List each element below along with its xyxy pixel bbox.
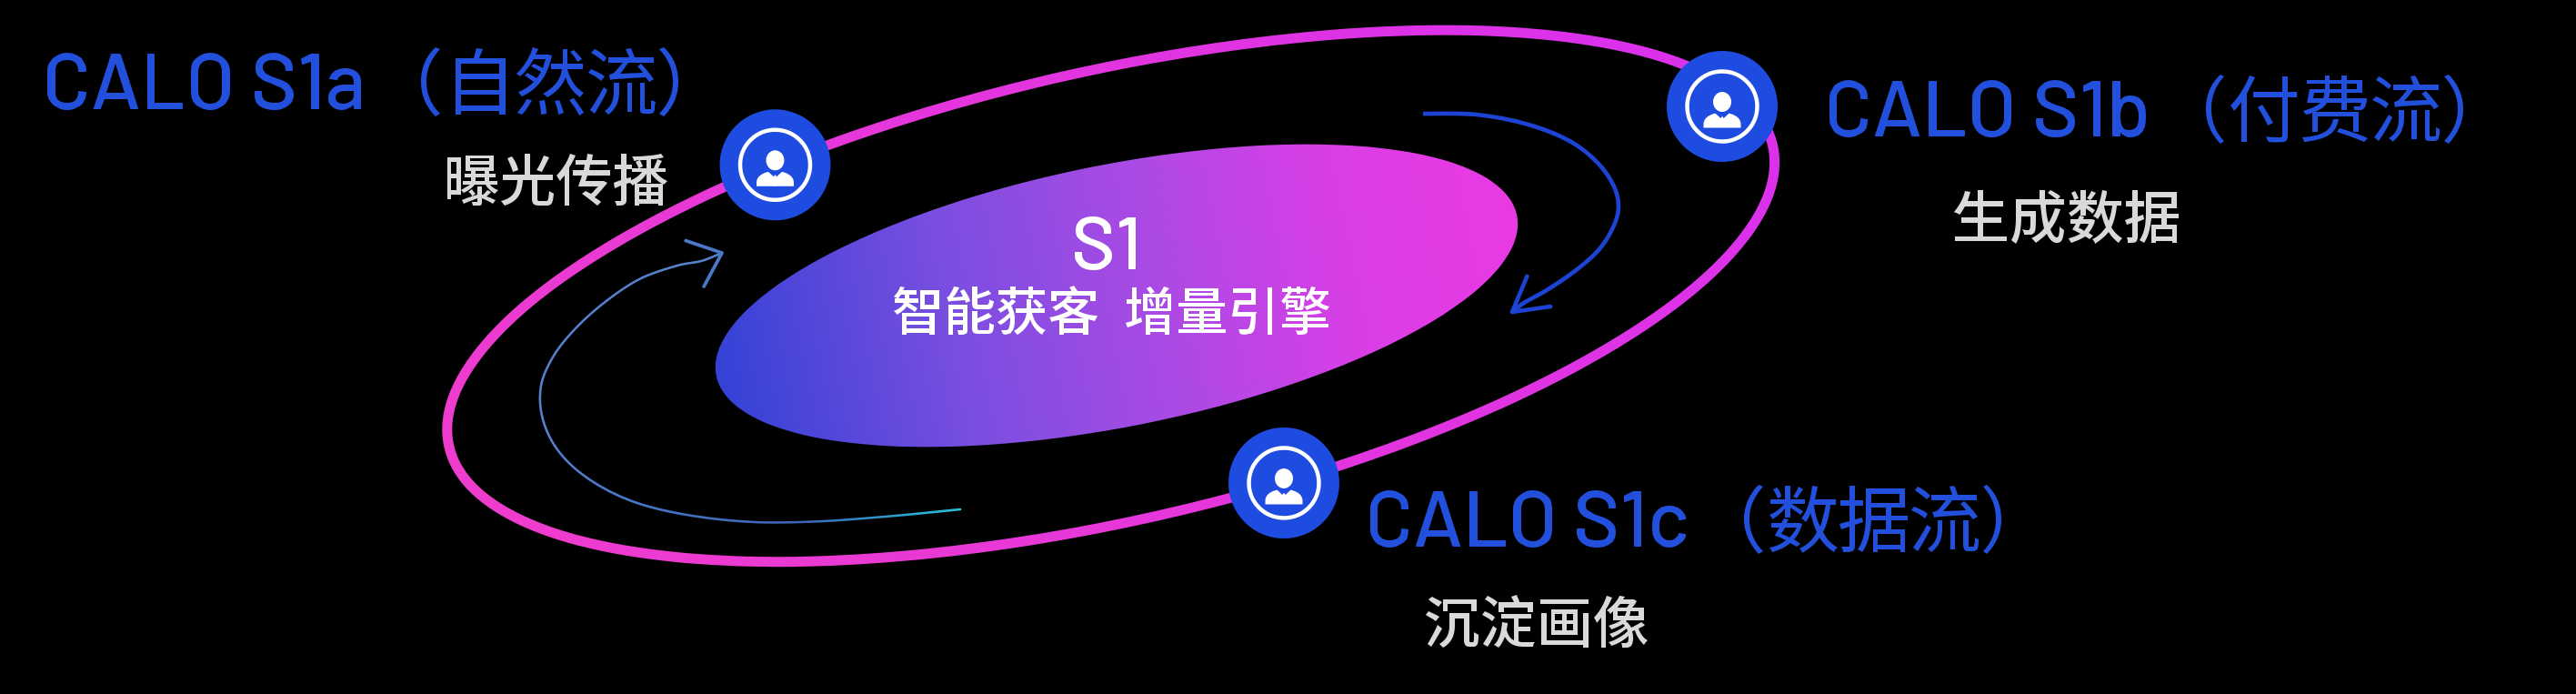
user-icon: [1265, 468, 1303, 505]
user-icon: [757, 150, 794, 186]
label-s1b-subtitle-glyphs: [1954, 190, 2179, 244]
user-icon-tie: [1719, 116, 1726, 128]
flow-arrow-right: [1422, 111, 1621, 315]
node-s1c-ring: [1247, 446, 1321, 520]
node-s1b: [1667, 51, 1778, 162]
label-s1b-title-text: CALO S1b（付费流）: [1824, 65, 2576, 154]
label-s1a: CALO S1a（自然流） 曝光传播: [43, 38, 817, 214]
orbit-ring: [442, 25, 1780, 568]
label-s1b-subtitle-text: 生成数据: [1951, 187, 2180, 251]
label-s1c-title-text: CALO S1c（数据流）: [1365, 476, 2134, 564]
center-title-text: S1: [1071, 203, 1162, 286]
label-s1c: CALO S1c（数据流） 沉淀画像: [1365, 476, 2134, 656]
user-icon-tie: [1280, 492, 1288, 505]
label-s1c-title-glyphs: [1370, 485, 2001, 554]
node-s1a: [719, 109, 831, 221]
label-s1a-subtitle-text: 曝光传播: [443, 151, 668, 214]
label-s1a-title-text: CALO S1a（自然流）: [43, 38, 817, 126]
node-s1c: [1228, 427, 1339, 538]
center-subtitle-text: 智能获客 增量引擎: [892, 284, 1321, 342]
label-s1c-subtitle-text: 沉淀画像: [1423, 593, 1649, 656]
center-title-glyphs: [1075, 216, 1136, 270]
node-s1a-ring: [737, 127, 813, 203]
center-subtitle-glyphs: [894, 286, 1329, 335]
user-icon-head: [1713, 92, 1731, 112]
label-s1c-subtitle-glyphs: [1426, 595, 1648, 648]
label-s1b-title-glyphs: [1829, 75, 2463, 144]
user-icon-tie: [772, 175, 778, 186]
user-icon-head: [766, 150, 785, 171]
center-ellipse: [715, 144, 1519, 448]
user-icon-head: [1275, 468, 1293, 488]
flow-arrow-left: [538, 238, 962, 524]
node-s1b-ring: [1685, 69, 1759, 144]
label-s1b: CALO S1b（付费流） 生成数据: [1824, 65, 2576, 251]
center-label: S1 智能获客 增量引擎: [892, 203, 1329, 342]
user-icon: [1703, 92, 1741, 128]
label-s1a-subtitle-glyphs: [447, 154, 667, 206]
